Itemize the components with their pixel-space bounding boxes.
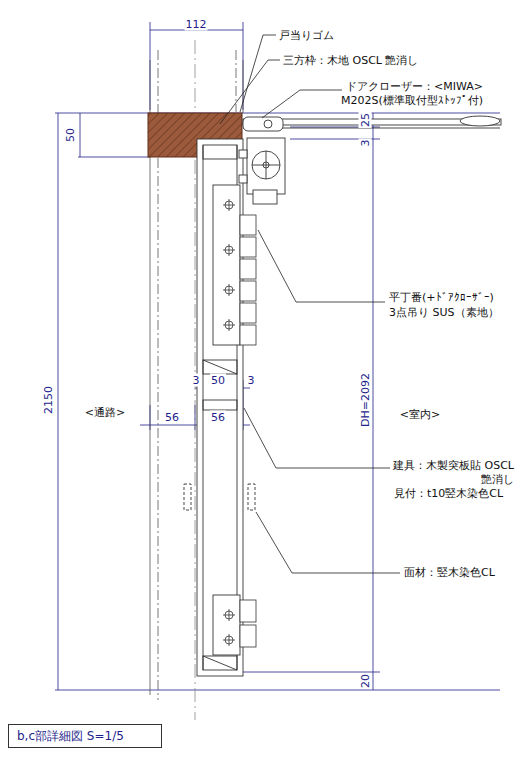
hinge <box>223 199 256 647</box>
dimension-text: 3 <box>192 374 201 387</box>
dimension-lines <box>55 22 500 690</box>
callout-text: <室内> <box>399 408 441 421</box>
caption-text: b,c部詳細図 S=1/5 <box>17 729 153 743</box>
door-leaf <box>184 139 255 676</box>
dimension-text: 25 <box>359 112 372 128</box>
dimension-text: 50 <box>64 127 77 143</box>
callout-text: 三方枠：木地 OSCL 艶消し <box>282 54 419 67</box>
callout-text: 3点吊り SUS（素地） <box>388 306 500 319</box>
door-closer <box>239 116 501 204</box>
dimension-text: 56 <box>210 411 226 424</box>
callout-text: 面材：竪木染色CL <box>403 566 496 579</box>
dimension-text: 20 <box>359 673 372 689</box>
callout-text: 平丁番(+ﾄﾞｱｸﾛｰｻﾞｰ) <box>388 291 495 304</box>
dimension-text: 3 <box>359 139 372 148</box>
callout-text: 建具：木製突板貼 OSCL <box>392 459 515 472</box>
dimension-text: 56 <box>164 411 180 424</box>
dimension-text: 3 <box>247 374 256 387</box>
callout-text: ドアクローザー：<MIWA> <box>345 80 484 93</box>
callout-text: 見付：t10竪木染色CL <box>393 487 504 500</box>
dimension-text: 50 <box>210 374 226 387</box>
callout-text: M202S(標準取付型ｽﾄｯﾌﾟ付) <box>340 94 484 107</box>
dimension-text: 112 <box>185 18 208 31</box>
caption-box: b,c部詳細図 S=1/5 <box>8 724 162 748</box>
callout-text: <通路> <box>84 406 126 419</box>
dimension-text: DH=2092 <box>359 372 372 428</box>
dimension-text: 2150 <box>42 385 55 415</box>
callout-text: 戸当りゴム <box>278 29 335 42</box>
callout-text: 艶消し <box>480 473 515 486</box>
leader-lines <box>220 35 400 573</box>
